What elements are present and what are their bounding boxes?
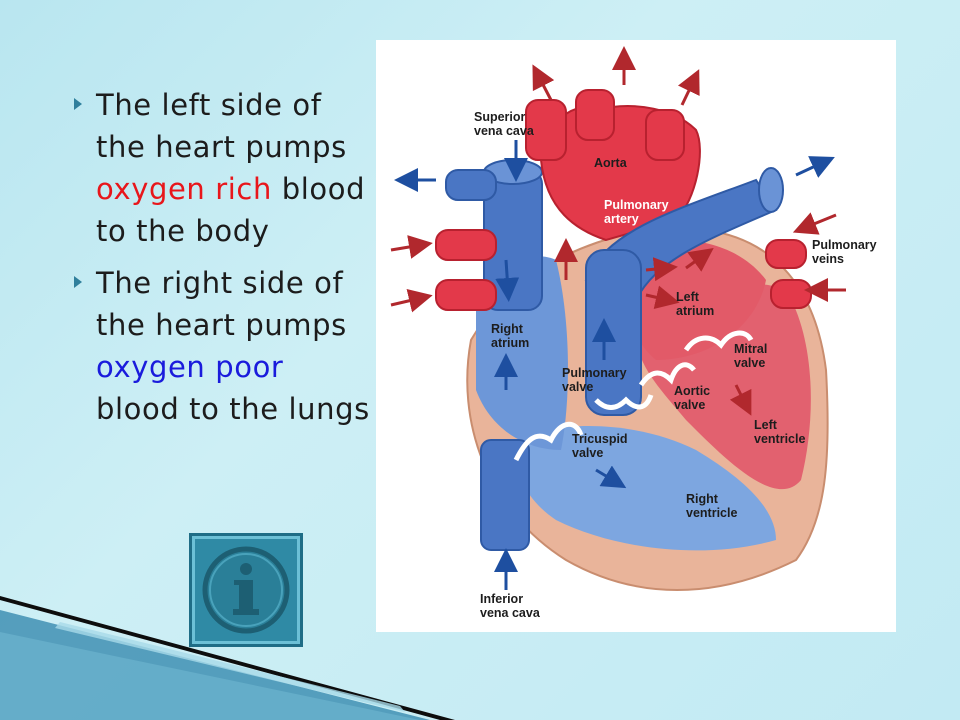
bullet-right-side: The right side of the heart pumps oxygen… — [70, 262, 370, 430]
label-pulmonary-valve: Pulmonary valve — [562, 366, 627, 394]
label-pulmonary-veins: Pulmonary veins — [812, 238, 877, 266]
aortic-valve — [638, 362, 696, 387]
bullet-text: blood to the lungs — [96, 392, 370, 426]
label-left-atrium: Left atrium — [676, 290, 715, 318]
highlight-oxygen-rich: oxygen rich — [96, 172, 272, 206]
bullet-left-side: The left side of the heart pumps oxygen … — [70, 84, 370, 252]
bullet-text: The right side of the heart pumps — [96, 266, 347, 342]
label-superior-vena-cava: Superior vena cava — [474, 110, 534, 138]
info-icon — [202, 546, 290, 634]
label-right-atrium: Right atrium — [491, 322, 530, 350]
highlight-oxygen-poor: oxygen poor — [96, 350, 284, 384]
triangle-bullet-icon — [74, 98, 82, 110]
bullet-text: The left side of the heart pumps — [96, 88, 347, 164]
label-mitral-valve: Mitral valve — [734, 342, 768, 370]
label-pulmonary-artery: Pulmonary artery — [604, 198, 669, 226]
bullet-text: blood to the body — [96, 172, 366, 248]
heart-diagram: Superior vena cava Aorta Pulmonary arter… — [376, 40, 896, 632]
label-right-ventricle: Right ventricle — [686, 492, 738, 520]
label-tricuspid-valve: Tricuspid valve — [572, 432, 628, 460]
label-aorta: Aorta — [594, 156, 627, 170]
label-left-ventricle: Left ventricle — [754, 418, 806, 446]
tricuspid-valve — [513, 421, 584, 462]
label-aortic-valve: Aortic valve — [674, 384, 711, 412]
pulmonary-valve — [594, 394, 654, 410]
mitral-valve — [683, 330, 754, 352]
right-ventricle — [515, 426, 776, 551]
info-button[interactable] — [189, 533, 303, 647]
triangle-bullet-icon — [74, 276, 82, 288]
label-inferior-vena-cava: Inferior vena cava — [480, 592, 540, 620]
inferior-vena-cava — [480, 439, 530, 551]
heart-illustration — [390, 46, 846, 591]
bullet-list: The left side of the heart pumps oxygen … — [70, 84, 370, 440]
